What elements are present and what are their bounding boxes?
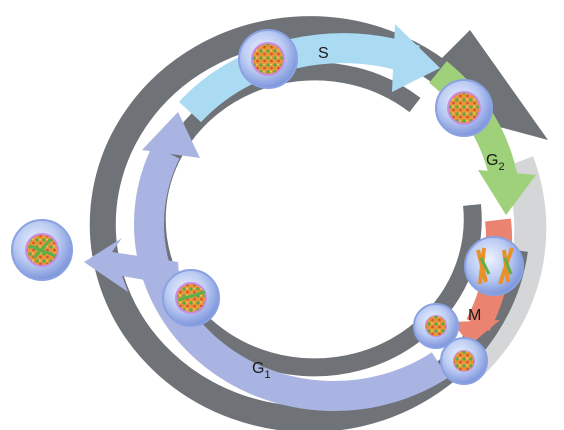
cell-s-phase: [238, 29, 298, 89]
cell-mitosis-daughter-1: [413, 303, 459, 349]
cell-mitosis-metaphase: [464, 236, 524, 296]
g1-arrowhead: [142, 112, 200, 158]
label-s: S: [318, 45, 329, 62]
cycle-ring-arrowhead: [430, 30, 548, 140]
s-arrowhead: [392, 24, 440, 92]
label-g2: G2: [486, 152, 505, 173]
g2-arrowhead: [478, 170, 536, 215]
label-g1: G1: [252, 360, 271, 381]
m-arrowhead: [452, 320, 500, 345]
cell-g2-phase: [435, 79, 493, 137]
label-m: M: [468, 307, 481, 324]
cell-g1-phase: [162, 269, 220, 327]
g1-arrow-band: [134, 145, 449, 412]
cell-g0-exited: [11, 219, 73, 281]
g0-exit-arrow: [84, 238, 180, 292]
cell-mitosis-daughter-2: [440, 337, 488, 385]
mitosis-band: [458, 156, 547, 378]
